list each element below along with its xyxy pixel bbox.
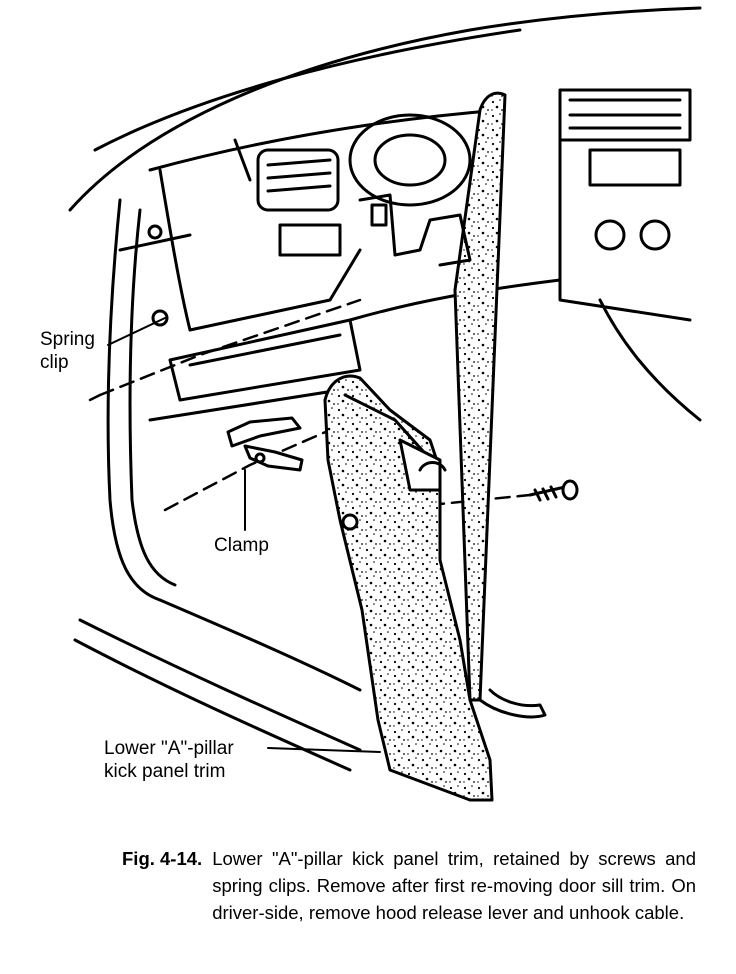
kick-panel-trim	[323, 374, 494, 802]
clamp-label-text: Clamp	[214, 535, 269, 556]
caption-text: Lower "A"-pillar kick panel trim, retain…	[212, 848, 696, 923]
leader-lines	[107, 317, 381, 753]
dashboard-outline	[68, 6, 702, 332]
door-opening-frame	[73, 198, 362, 772]
clamp-label: Clamp	[214, 534, 269, 557]
a-pillar	[453, 91, 547, 719]
spring-clip-label-line2: clip	[40, 352, 69, 373]
kick-panel-label: Lower "A"-pillar kick panel trim	[104, 737, 234, 783]
panel-screw	[528, 479, 579, 502]
kick-panel-label-line1: Lower "A"-pillar	[104, 738, 234, 759]
kick-panel-label-line2: kick panel trim	[104, 761, 226, 782]
figure-caption: Fig. 4-14. Lower "A"-pillar kick panel t…	[122, 845, 696, 926]
dash-air-vent	[256, 148, 342, 257]
spring-clip-label-line1: Spring	[40, 329, 95, 350]
figure-number: Fig. 4-14.	[122, 848, 203, 869]
kick-panel-illustration	[68, 6, 702, 802]
dash-bracket	[358, 193, 472, 267]
center-console-radio	[558, 88, 702, 422]
clamp-part	[226, 416, 304, 472]
lower-dash-opening	[148, 278, 562, 422]
steering-wheel	[348, 113, 472, 207]
spring-clip-label: Spring clip	[40, 328, 95, 374]
